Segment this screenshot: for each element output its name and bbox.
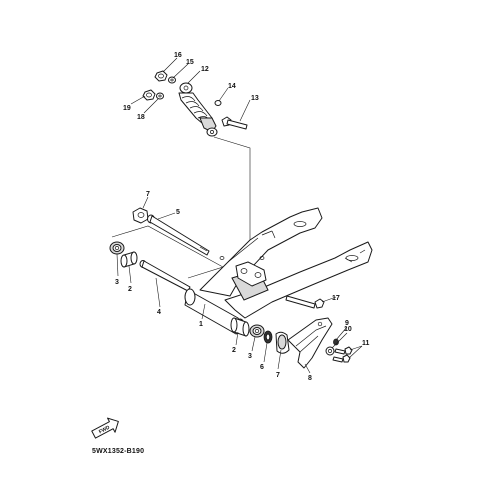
callout-2-right: 2 (232, 347, 236, 354)
pivot-shaft-5[interactable] (147, 214, 210, 256)
callout-17: 17 (332, 295, 340, 302)
swingarm-1[interactable] (184, 207, 373, 335)
pivot-bushing-3-right[interactable] (249, 324, 265, 338)
forward-direction-icon: FWD (91, 417, 119, 439)
callout-19: 19 (123, 105, 131, 112)
callout-18: 18 (137, 114, 145, 121)
rear-shock-absorber[interactable] (178, 82, 218, 137)
washer-9[interactable] (333, 338, 339, 346)
callout-12: 12 (201, 66, 209, 73)
shock-nut-19[interactable] (142, 89, 156, 101)
callout-3-right: 3 (248, 353, 252, 360)
chain-guide-8[interactable] (287, 317, 333, 369)
callout-3-left: 3 (115, 279, 119, 286)
callout-4: 4 (157, 309, 161, 316)
shock-mount-leader (213, 136, 251, 270)
callout-6: 6 (260, 364, 264, 371)
callout-9: 9 (345, 320, 349, 327)
callout-8: 8 (308, 375, 312, 382)
pivot-cap-7[interactable] (275, 331, 290, 354)
fwd-label: FWD (98, 424, 111, 435)
pivot-bushing-3-left[interactable] (109, 241, 125, 255)
bolt-17[interactable] (285, 295, 325, 309)
pivot-bracket-line (111, 225, 224, 279)
callout-1: 1 (199, 321, 203, 328)
screws-11[interactable] (332, 346, 353, 363)
callout-15: 15 (186, 59, 194, 66)
callout-5: 5 (176, 209, 180, 216)
shock-washer-18[interactable] (156, 92, 164, 100)
pivot-seal-6[interactable] (263, 330, 273, 344)
callout-11: 11 (362, 340, 370, 347)
pivot-shaft-4[interactable] (139, 260, 191, 292)
pivot-nut-7-upper[interactable] (132, 207, 149, 224)
callout-13: 13 (251, 95, 259, 102)
callout-numbers: 16 15 12 19 18 14 13 7 5 3 2 4 1 17 2 3 … (115, 52, 370, 382)
callout-7-right: 7 (276, 372, 280, 379)
shock-nut-16[interactable] (154, 70, 168, 82)
pivot-collar-2-left[interactable] (120, 251, 138, 268)
diagram-code: 5WX1352-B190 (92, 448, 145, 455)
callout-14: 14 (228, 83, 236, 90)
pivot-collar-2-right[interactable] (230, 317, 250, 337)
shock-bolt-13[interactable] (221, 116, 248, 130)
callout-16: 16 (174, 52, 182, 59)
callout-2-left: 2 (128, 286, 132, 293)
callout-leaders (116, 57, 363, 374)
collar-14[interactable] (214, 100, 222, 106)
collar-10[interactable] (325, 346, 335, 356)
callout-7-upper: 7 (146, 191, 150, 198)
shock-washer-15[interactable] (168, 76, 176, 84)
callout-10: 10 (344, 326, 352, 333)
